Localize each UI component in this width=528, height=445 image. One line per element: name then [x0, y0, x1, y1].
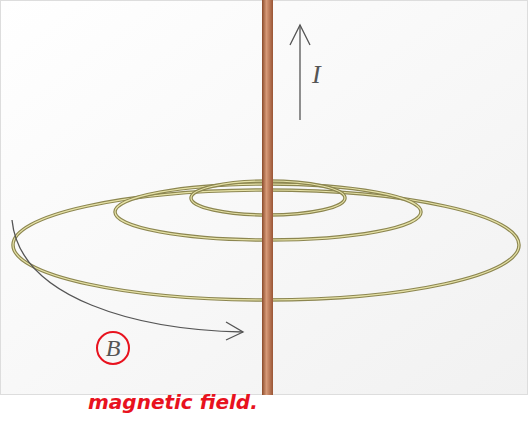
current-label: I [312, 60, 321, 90]
current-arrow [290, 25, 310, 120]
wire [262, 0, 273, 395]
handwritten-note: magnetic field. [88, 390, 258, 414]
picture-frame [1, 1, 528, 395]
symbol-label: B [106, 336, 121, 360]
circle-outline [97, 332, 129, 364]
field-arrow [12, 220, 243, 340]
circled-symbol: B [96, 331, 130, 365]
